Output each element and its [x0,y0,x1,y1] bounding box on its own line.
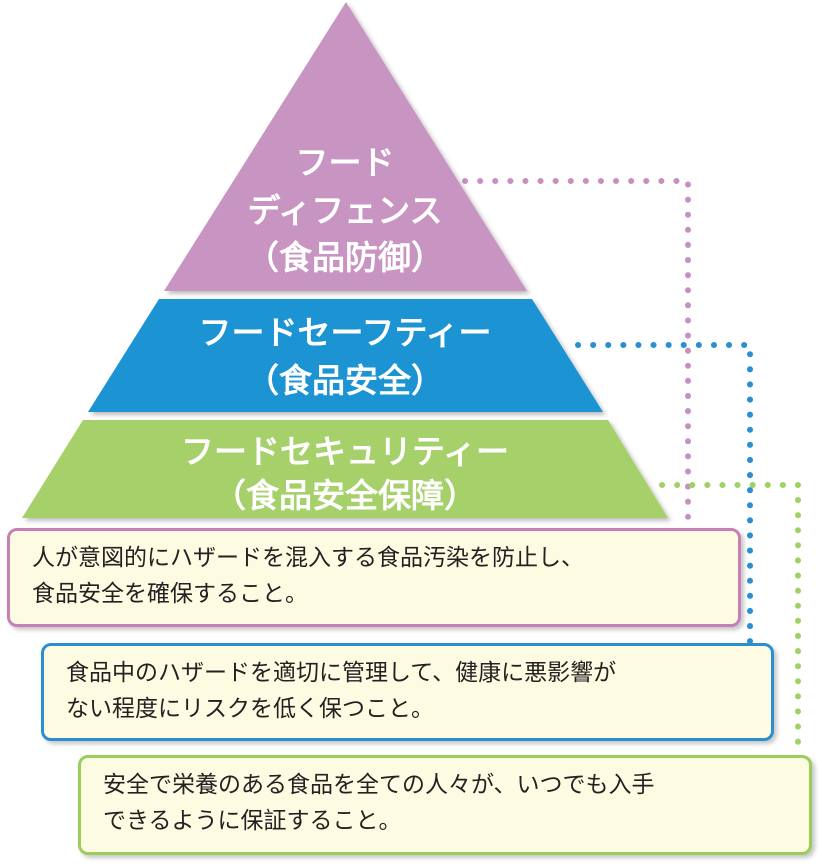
description-defense-line1: 人が意図的にハザードを混入する食品汚染を防止し、 [32,545,584,571]
tier-safety-label-line1: フードセーフティー [198,313,491,352]
description-safety-line1: 食品中のハザードを適切に管理して、健康に悪影響が [66,660,617,686]
pyramid-tier-food-safety [88,299,603,412]
description-security-line2: できるように保証すること。 [103,808,402,834]
pyramid-tier-food-security [22,420,668,518]
tier-safety-label-line2: （食品安全） [246,361,444,400]
description-box-food-safety: 食品中のハザードを適切に管理して、健康に悪影響が ない程度にリスクを低く保つこと… [41,643,774,741]
tier-security-label-line2: （食品安全保障） [213,476,477,515]
pyramid-tier-food-defense [164,2,527,291]
description-box-food-defense: 人が意図的にハザードを混入する食品汚染を防止し、 食品安全を確保すること。 [7,528,741,627]
tier-security-label-line1: フードセキュリティー [181,432,509,471]
connector-security [659,482,801,757]
description-security-line1: 安全で栄養のある食品を全ての人々が、いつでも入手 [103,772,655,798]
description-box-food-security: 安全で栄養のある食品を全ての人々が、いつでも入手 できるように保証すること。 [78,755,812,855]
connector-defense [462,178,691,530]
description-defense-line2: 食品安全を確保すること。 [32,581,308,607]
description-safety-line2: ない程度にリスクを低く保つこと。 [66,696,434,722]
tier-defense-label-line2: ディフェンス [247,191,442,230]
tier-defense-label-line3: （食品防御） [246,238,444,277]
tier-defense-label-line1: フード [296,143,395,182]
